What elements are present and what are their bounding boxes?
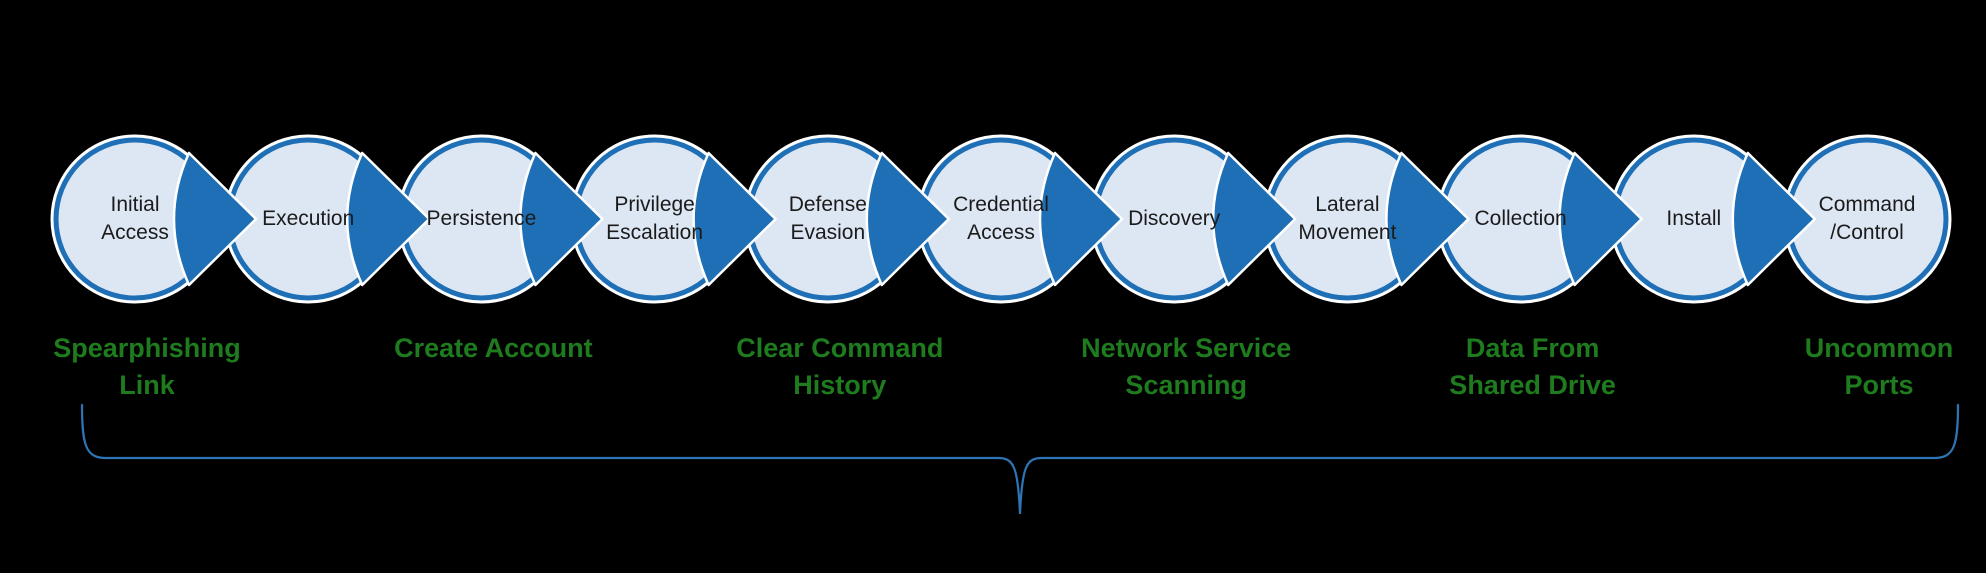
stage-label-1: Execution <box>262 207 355 230</box>
stage-node-fill <box>58 142 212 296</box>
stage-label-0: Initial Access <box>101 193 169 244</box>
stage-node-fill <box>404 142 558 296</box>
stage-node-5 <box>916 134 1086 304</box>
stage-nodes-group <box>50 134 1952 304</box>
stage-node-fill <box>751 142 905 296</box>
stage-label-7: Lateral Movement <box>1298 193 1397 244</box>
stage-node-3 <box>570 134 740 304</box>
stage-node-fill <box>1444 142 1598 296</box>
stage-node-fill <box>924 142 1078 296</box>
stage-node-fill <box>578 142 732 296</box>
technique-label-3: Network Service Scanning <box>1081 333 1292 400</box>
stage-label-6: Discovery <box>1128 207 1221 230</box>
technique-label-2: Clear Command History <box>736 333 944 400</box>
next-stage-arrow-icon <box>345 151 431 287</box>
scope-underbrace <box>80 403 1960 515</box>
next-stage-arrow-icon <box>1385 151 1470 287</box>
stage-label-10: Command /Control <box>1818 193 1916 244</box>
stage-label-2: Persistence <box>426 207 537 230</box>
next-stage-arrow-icon <box>1038 151 1124 287</box>
stage-node-7 <box>1262 134 1432 304</box>
stage-label-3: Privilege Escalation <box>606 193 704 244</box>
next-stage-arrow-icon <box>1211 151 1297 287</box>
next-stage-arrow-icon <box>865 151 951 287</box>
next-stage-arrow-icon <box>1558 151 1643 287</box>
stage-node-1 <box>223 134 393 304</box>
stage-node-fill <box>1790 142 1944 296</box>
technique-label-4: Data From Shared Drive <box>1449 333 1616 400</box>
technique-label-1: Create Account <box>394 333 593 363</box>
technique-label-0: Spearphishing Link <box>53 333 241 400</box>
next-stage-arrow-icon <box>1731 151 1817 287</box>
stage-node-fill <box>1097 142 1251 296</box>
technique-label-5: Uncommon Ports <box>1804 333 1954 400</box>
stage-node-0 <box>50 134 220 304</box>
stage-label-9: Install <box>1666 207 1722 230</box>
stage-label-8: Collection <box>1474 207 1567 230</box>
stage-node-fill <box>231 142 385 296</box>
stage-node-4 <box>743 134 913 304</box>
next-stage-arrow-icon <box>692 151 777 287</box>
stage-node-8 <box>1436 134 1606 304</box>
next-stage-arrow-icon <box>519 151 604 287</box>
stage-node-fill <box>1270 142 1424 296</box>
stage-label-5: Credential Access <box>953 193 1049 244</box>
next-stage-arrow-icon <box>172 151 258 287</box>
stage-label-4: Defense Evasion <box>788 193 867 244</box>
stage-node-6 <box>1089 134 1259 304</box>
stage-arrows-group <box>172 151 1817 287</box>
stage-node-fill <box>1617 142 1771 296</box>
stage-node-10 <box>1782 134 1952 304</box>
stage-node-9 <box>1609 134 1779 304</box>
